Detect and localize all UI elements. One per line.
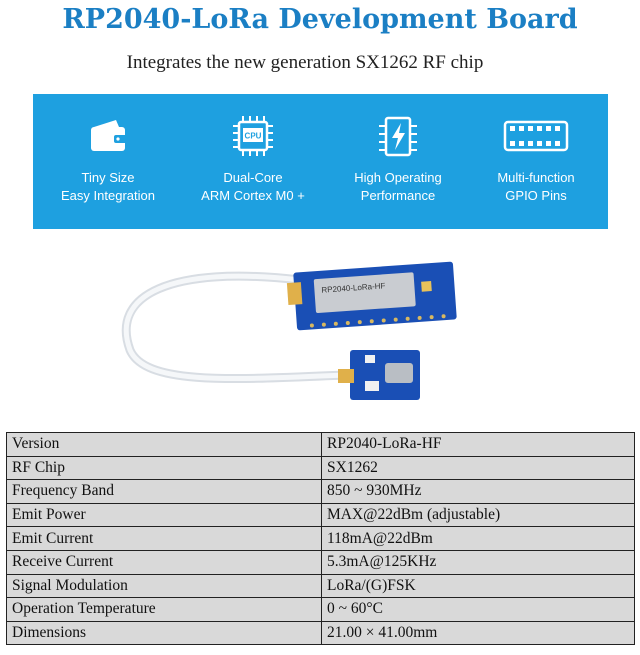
product-photo: RP2040-LoRa-HF <box>110 255 530 415</box>
cpu-icon: CPU <box>231 114 275 158</box>
feature-gpio: Multi-function GPIO Pins <box>466 114 606 205</box>
board-silkscreen: RP2040-LoRa-HF <box>321 281 386 294</box>
lightning-chip-icon <box>376 114 420 158</box>
page-subtitle: Integrates the new generation SX1262 RF … <box>126 52 484 73</box>
page-title: RP2040-LoRa Development Board <box>62 4 578 35</box>
feature-performance: High Operating Performance <box>328 114 468 205</box>
feature-banner: Tiny Size Easy Integration CPU Dual-Core… <box>33 94 608 229</box>
rp2040-board: RP2040-LoRa-HF <box>286 261 457 331</box>
cpu-label: CPU <box>245 132 262 141</box>
feature-dual-core: CPU Dual-Core ARM Cortex M0 + <box>183 114 323 205</box>
gpio-pins-icon <box>501 114 571 158</box>
feature-tiny-size: Tiny Size Easy Integration <box>38 114 178 205</box>
wallet-icon <box>86 114 130 158</box>
usb-adapter-board <box>338 350 420 400</box>
